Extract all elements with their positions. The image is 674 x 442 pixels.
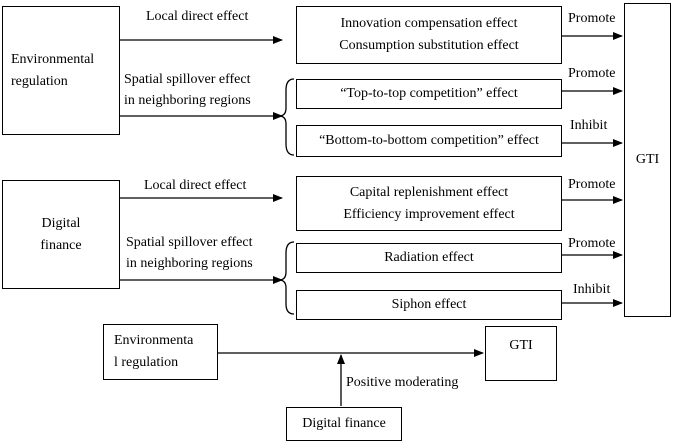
- digital-finance-line-1: Digital: [41, 215, 81, 231]
- capital-efficiency-box: Capital replenishment effect Efficiency …: [296, 176, 562, 231]
- df-local-direct-label: Local direct effect: [144, 178, 247, 193]
- environmental-regulation-box: Environmental regulation: [2, 6, 120, 135]
- efficiency-improvement-text: Efficiency improvement effect: [343, 206, 515, 222]
- top-to-top-box: “Top-to-top competition” effect: [296, 79, 562, 109]
- siphon-effect-box: Siphon effect: [296, 290, 562, 320]
- environmental-regulation-line-2: regulation: [11, 73, 68, 89]
- siphon-effect-text: Siphon effect: [391, 297, 467, 312]
- digital-finance-line-2: finance: [40, 237, 82, 253]
- consumption-substitution-text: Consumption substitution effect: [339, 38, 519, 53]
- digital-finance-small-box: Digital finance: [286, 407, 402, 441]
- environmental-regulation-small-line-2: l regulation: [114, 355, 179, 370]
- digital-finance-box: Digital finance: [2, 180, 120, 289]
- gti-box: GTI: [624, 3, 671, 317]
- top-inhibit-label: Inhibit: [570, 118, 608, 133]
- capital-replenishment-text: Capital replenishment effect: [349, 184, 509, 200]
- digital-finance-small-text: Digital finance: [302, 416, 386, 431]
- positive-moderating-label: Positive moderating: [346, 375, 459, 390]
- environmental-regulation-line-1: Environmental: [11, 51, 95, 67]
- brace-middle: [278, 241, 295, 315]
- env-spillover-label-2: in neighboring regions: [124, 93, 251, 108]
- gti-small-text: GTI: [509, 338, 533, 353]
- mid-promote-label-1: Promote: [568, 177, 616, 192]
- mid-inhibit-label: Inhibit: [573, 282, 611, 297]
- gti-small-box: GTI: [485, 326, 557, 381]
- df-spillover-label-1: Spatial spillover effect: [126, 235, 253, 250]
- brace-top: [278, 78, 295, 156]
- top-promote-label-2: Promote: [568, 66, 616, 81]
- innovation-compensation-text: Innovation compensation effect: [340, 16, 518, 31]
- mid-promote-label-2: Promote: [568, 236, 616, 251]
- bottom-to-bottom-box: “Bottom-to-bottom competition” effect: [296, 125, 562, 157]
- bottom-to-bottom-text: “Bottom-to-bottom competition” effect: [319, 133, 539, 148]
- innovation-consumption-box: Innovation compensation effect Consumpti…: [296, 6, 562, 64]
- top-to-top-text: “Top-to-top competition” effect: [340, 86, 518, 101]
- radiation-effect-box: Radiation effect: [296, 243, 562, 273]
- environmental-regulation-small-line-1: Environmenta: [114, 333, 194, 348]
- environmental-regulation-small-box: Environmenta l regulation: [103, 324, 218, 380]
- env-spillover-label-1: Spatial spillover effect: [124, 72, 251, 87]
- top-promote-label-1: Promote: [568, 11, 616, 26]
- df-spillover-label-2: in neighboring regions: [126, 256, 253, 271]
- env-local-direct-label: Local direct effect: [146, 9, 249, 24]
- gti-text: GTI: [635, 152, 660, 167]
- radiation-effect-text: Radiation effect: [384, 250, 474, 265]
